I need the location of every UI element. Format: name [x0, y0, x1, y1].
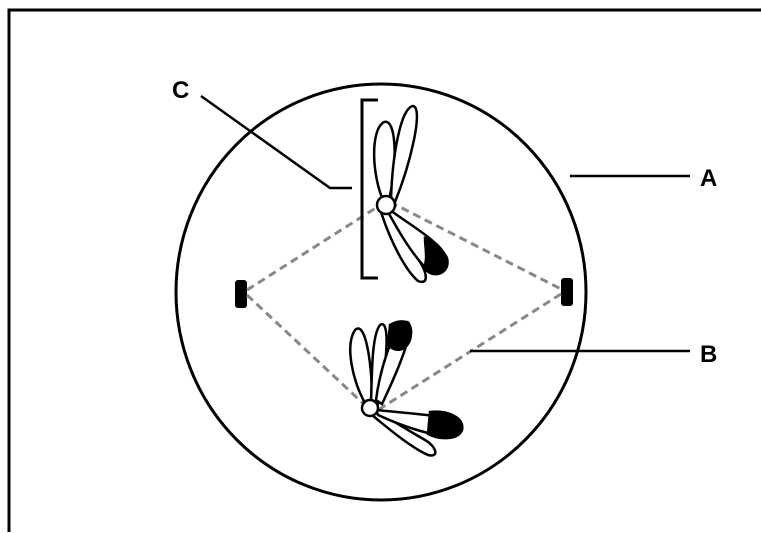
label-b: B: [700, 341, 717, 368]
frame-border: [9, 10, 761, 532]
centriole-right: [561, 278, 573, 306]
label-c: C: [172, 77, 189, 104]
bracket-c: [362, 100, 378, 278]
chromosome-bottom: [350, 321, 462, 455]
chromosome-top: [374, 106, 447, 282]
leader-c: [201, 96, 352, 188]
centriole-left: [235, 280, 247, 308]
label-a: A: [700, 165, 717, 192]
